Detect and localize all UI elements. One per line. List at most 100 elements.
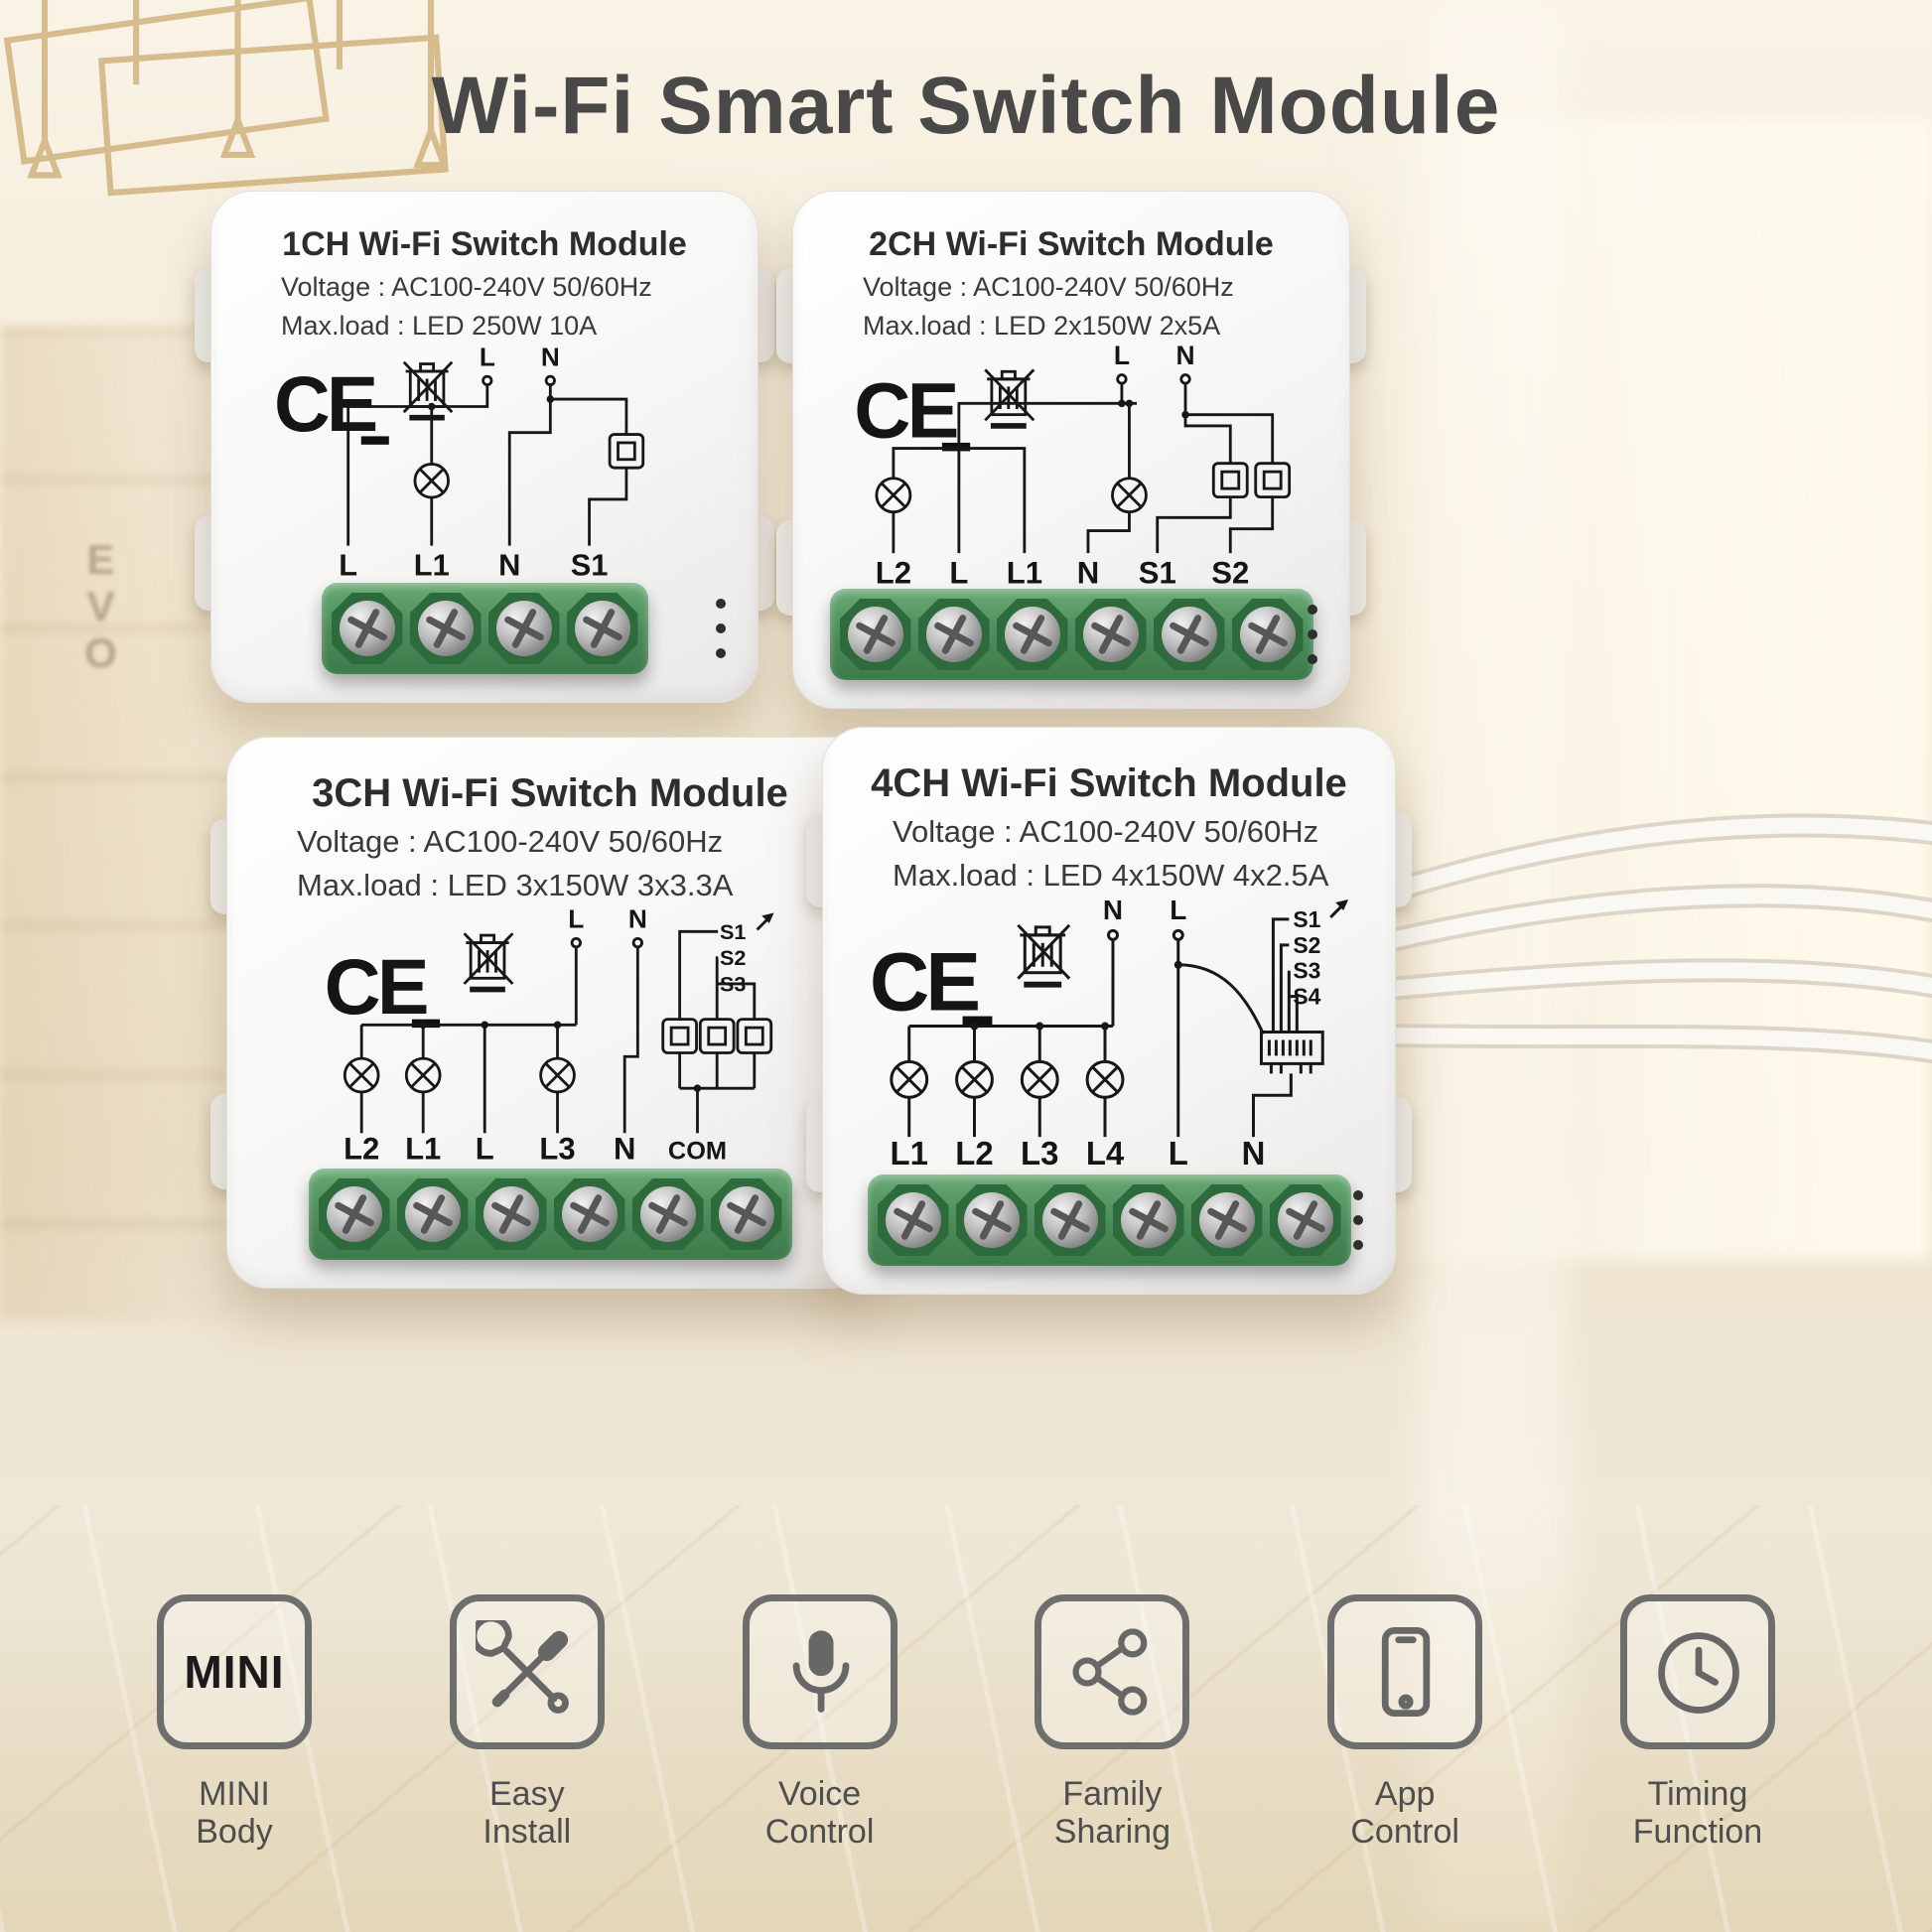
terminal-label: L [949, 555, 968, 589]
wall-switch-icon [661, 1018, 698, 1054]
terminal-screw [639, 1186, 696, 1242]
arrow-head [1335, 898, 1349, 910]
ce-underscore [962, 1016, 993, 1026]
switch-terminal-label: S2 [720, 945, 746, 970]
module-2ch: 2CH Wi-Fi Switch Module Voltage : AC100-… [776, 191, 1366, 709]
wiring-lines [346, 384, 628, 546]
terminal-label: L [568, 905, 584, 934]
switch-terminal-label: S3 [1293, 958, 1320, 984]
microphone-icon [742, 1594, 897, 1749]
terminal-label: S1 [1139, 555, 1176, 589]
lamp-icon [343, 1056, 380, 1094]
module-voltage: Voltage : AC100-240V 50/60Hz [297, 824, 724, 859]
lamp-icon [1020, 1059, 1059, 1099]
lamp-icon [413, 463, 450, 499]
shelf-decor-text: EVO [77, 536, 124, 676]
module-voltage: Voltage : AC100-240V 50/60Hz [863, 272, 1234, 302]
ce-mark: CE [854, 365, 956, 454]
switch-terminal-label: S1 [1293, 906, 1320, 932]
module-max-load: Max.load : LED 2x150W 2x5A [863, 311, 1221, 341]
terminal-screw [339, 601, 395, 656]
terminal-label: S2 [1211, 555, 1249, 589]
app-control-icon [1327, 1594, 1483, 1749]
terminal-label: L3 [539, 1132, 575, 1167]
terminal-socket [409, 593, 482, 664]
wiring-diagram-3ch: CE [325, 905, 774, 1167]
terminal-socket [475, 1178, 547, 1250]
wiring-lines [907, 901, 1346, 1138]
terminal-socket [631, 1178, 704, 1250]
terminal-screw [1004, 607, 1060, 662]
ce-mark: CE [274, 360, 376, 448]
weee-bin-icon [985, 369, 1034, 426]
tools-icon [449, 1594, 605, 1749]
terminal-screw [925, 607, 982, 662]
module-voltage: Voltage : AC100-240V 50/60Hz [893, 814, 1319, 849]
lamp-icon [955, 1059, 994, 1099]
terminal-socket [331, 593, 403, 664]
feature-family-sharing: Family Sharing [993, 1594, 1231, 1851]
terminal-label: N [541, 344, 560, 371]
terminal-screw [1198, 1192, 1255, 1248]
module-title: 3CH Wi-Fi Switch Module [312, 771, 788, 815]
terminal-screw [326, 1186, 382, 1242]
terminal-label: L4 [1086, 1135, 1125, 1172]
module-max-load: Max.load : LED 3x150W 3x3.3A [297, 868, 734, 902]
module-4ch: 4CH Wi-Fi Switch Module Voltage : AC100-… [806, 727, 1412, 1295]
module-title: 1CH Wi-Fi Switch Module [282, 225, 687, 263]
terminal-screw [1082, 607, 1139, 662]
terminal-screw [574, 601, 630, 656]
terminal-label: L1 [891, 1135, 928, 1172]
terminal-socket [1034, 1184, 1106, 1256]
family-sharing-icon [1035, 1594, 1190, 1749]
module-body: 2CH Wi-Fi Switch Module Voltage : AC100-… [792, 191, 1350, 709]
terminal-strip [308, 1169, 792, 1260]
terminal-label: S1 [571, 548, 609, 583]
wiring-diagram-1ch: CE L N L L1 N S1 [274, 344, 645, 583]
terminal-screw [1277, 1192, 1333, 1248]
feature-easy-install: Easy Install [408, 1594, 646, 1851]
terminal-socket [396, 1178, 469, 1250]
terminal-label: N [628, 905, 647, 934]
terminal-label: L1 [414, 548, 450, 583]
wall-switch-icon [736, 1018, 773, 1054]
terminal-label: N [498, 548, 520, 583]
page-title: Wi-Fi Smart Switch Module [431, 61, 1501, 151]
terminal-label: L3 [1021, 1135, 1058, 1172]
terminal-block [235, 583, 734, 674]
terminal-label: COM [668, 1138, 727, 1166]
terminal-label: N [1103, 896, 1123, 925]
wiring-lines [359, 915, 771, 1134]
lamp-icon [404, 1056, 442, 1094]
terminal-label: L [1169, 1135, 1188, 1172]
terminal-socket [1190, 1184, 1263, 1256]
terminal-strip [829, 589, 1313, 680]
loose-wires [1358, 813, 1932, 1063]
terminal-screw [885, 1192, 941, 1248]
terminal-screw [495, 601, 552, 656]
terminal-socket [877, 1184, 949, 1256]
terminal-socket [1231, 599, 1304, 670]
terminal-screw [483, 1186, 539, 1242]
terminal-screw [1041, 1192, 1098, 1248]
module-title: 4CH Wi-Fi Switch Module [871, 761, 1347, 805]
terminal-label: L2 [876, 555, 911, 589]
module-max-load: Max.load : LED 250W 10A [281, 311, 598, 341]
switch-terminal-label: S1 [720, 919, 746, 944]
terminal-screw [417, 601, 474, 656]
terminal-socket [553, 1178, 625, 1250]
terminal-socket [839, 599, 911, 670]
switch-terminal-label: S4 [1293, 984, 1320, 1010]
feature-timing-function: Timing Function [1579, 1594, 1817, 1851]
lamp-icon [539, 1056, 576, 1094]
terminal-socket [487, 593, 560, 664]
module-title: 2CH Wi-Fi Switch Module [869, 225, 1274, 263]
terminal-socket [566, 593, 638, 664]
terminal-socket [996, 599, 1068, 670]
terminal-screw [1161, 607, 1217, 662]
switch-terminal-label: S2 [1293, 932, 1320, 958]
terminal-label: L [480, 344, 495, 371]
weee-bin-icon [404, 362, 453, 418]
chandelier-icon [3, 0, 449, 197]
terminal-screw [561, 1186, 618, 1242]
